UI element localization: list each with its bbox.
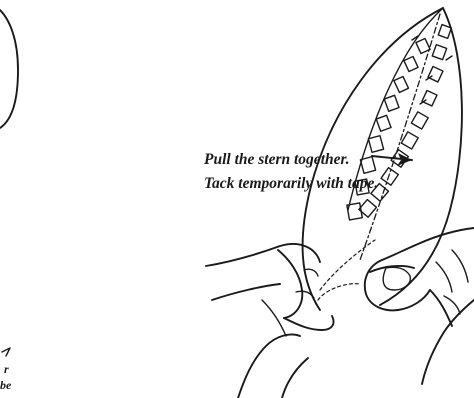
partial-text-line-2: be xyxy=(0,378,12,392)
cropped-previous-illustration xyxy=(0,10,18,128)
left-hand xyxy=(206,244,334,398)
right-hand xyxy=(365,228,474,384)
annotation-line-1: Pull the stern together. xyxy=(204,151,350,168)
partial-text-line-1: r xyxy=(4,362,9,376)
tape-tabs-left xyxy=(347,38,430,219)
cropped-scribble-mark xyxy=(2,348,10,356)
annotation-line-2: Tack temporarily with tape. xyxy=(204,175,378,192)
